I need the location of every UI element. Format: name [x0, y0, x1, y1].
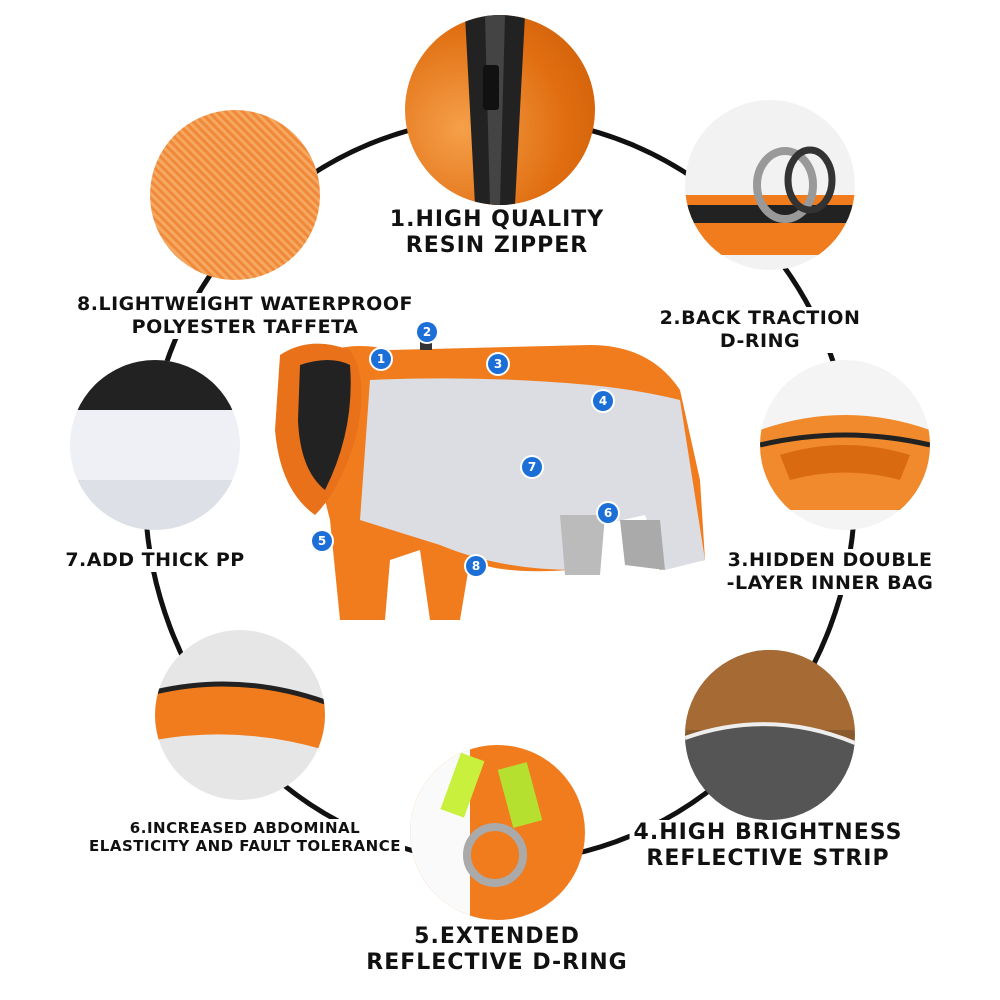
feature-label-3: 3.HIDDEN DOUBLE-LAYER INNER BAG: [722, 549, 938, 595]
badge-6: 6: [598, 503, 618, 523]
feature-label-7: 7.ADD THICK PP: [61, 549, 249, 572]
badge-8: 8: [466, 556, 486, 576]
dog-coat-image: [275, 325, 705, 620]
badge-7: 7: [522, 457, 542, 477]
photo-taffeta: [150, 110, 320, 280]
badge-3: 3: [488, 354, 508, 374]
photo-zipper: [405, 15, 595, 205]
badge-4: 4: [593, 391, 613, 411]
badge-5: 5: [312, 531, 332, 551]
photo-back-d-ring: [685, 100, 855, 270]
photo-thick-pp: [70, 360, 240, 530]
photo-inner-bag: [760, 360, 930, 530]
badge-1: 1: [371, 349, 391, 369]
badge-2: 2: [417, 322, 437, 342]
photo-extended-d-ring: [410, 745, 585, 920]
photo-abdominal-elastic: [155, 630, 325, 800]
